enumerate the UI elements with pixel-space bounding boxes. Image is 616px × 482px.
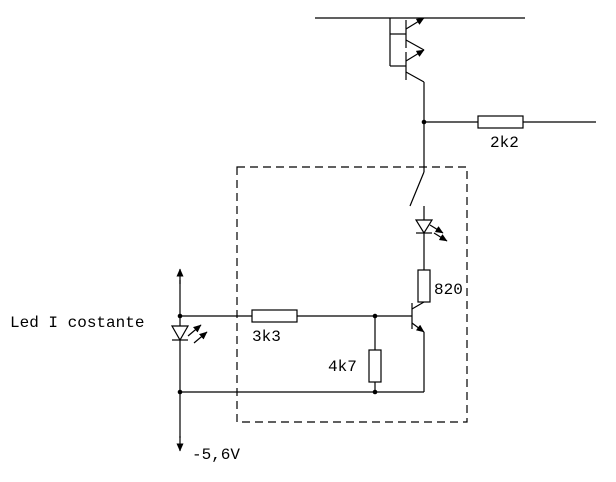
label-resistor-2k2: 2k2 [490,134,519,152]
label-resistor-4k7: 4k7 [328,358,357,376]
label-resistor-820: 820 [434,281,463,299]
resistor-4k7 [368,316,382,392]
dashed-enclosure [236,166,468,423]
label-resistor-3k3: 3k3 [252,328,281,346]
resistor-820 [417,269,431,303]
resistor-2k2 [424,115,596,129]
label-led-reference: Led I costante [10,314,145,332]
label-supply-voltage: -5,6V [192,446,241,464]
transistor-npn [411,301,425,392]
led-reference [170,324,208,344]
resistor-3k3 [251,309,298,323]
transistor-pair [389,17,425,83]
switch [409,171,425,220]
led-main [414,219,448,270]
junction-dots [177,119,427,395]
